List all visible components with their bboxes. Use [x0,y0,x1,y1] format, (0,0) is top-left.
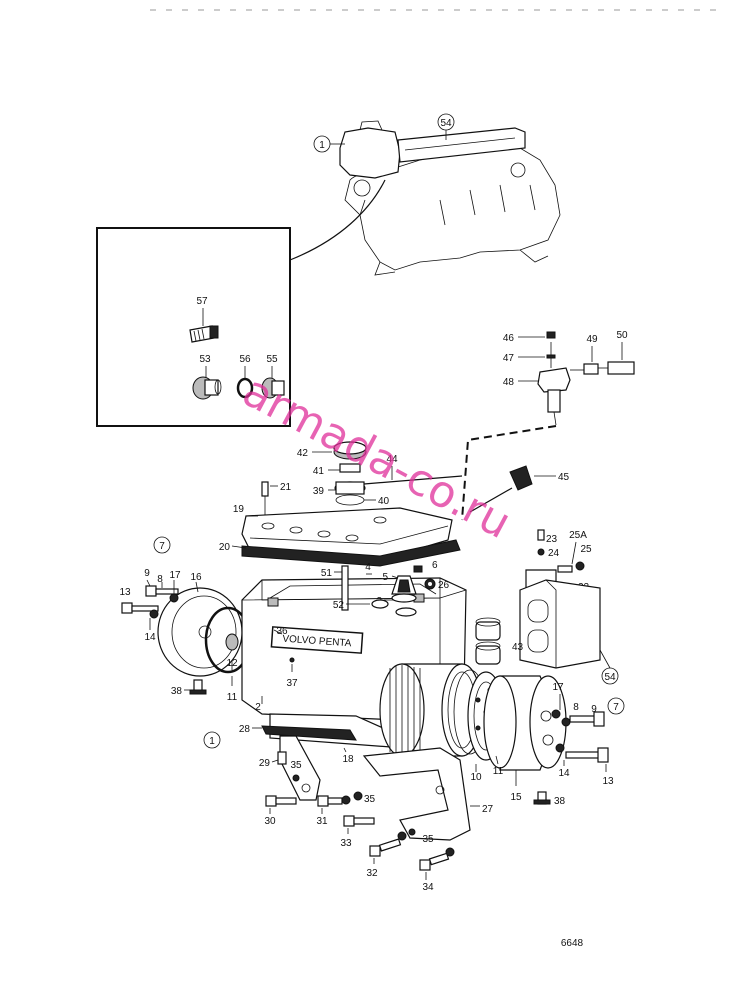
callout-11-left: 11 [227,692,238,703]
callout-33: 33 [340,838,352,849]
callout-43: 43 [512,642,524,653]
inset-leader-curve [289,179,386,261]
callout-10: 10 [470,772,482,783]
top-cover-group: 21 19 20 [219,481,461,567]
callout-36: 36 [276,626,288,637]
nameplate-text: VOLVO PENTA [282,634,352,650]
callout-48: 48 [503,377,515,388]
callout-9-right: 9 [591,704,597,715]
callout-32: 32 [366,868,378,879]
callout-50: 50 [616,330,628,341]
callout-57: 57 [196,296,208,307]
callout-54-top-label: 54 [440,118,452,129]
callout-47: 47 [503,353,515,364]
sender-assembly: 46 47 48 49 50 [503,330,635,426]
callout-17-left: 17 [169,570,181,581]
callout-41: 41 [313,466,325,477]
thermostat-group: 51 4 5 6 26 3 52 [321,560,450,617]
callout-25: 25 [580,544,592,555]
callout-12: 12 [226,658,238,669]
callout-29: 29 [259,758,271,769]
callout-1-top-label: 1 [319,140,325,151]
callout-38-right: 38 [554,796,566,807]
callout-44: 44 [386,454,398,465]
callout-19: 19 [233,504,245,515]
callout-35-b: 35 [364,794,376,805]
sleeves: 43 [475,617,524,665]
callout-7-right-label: 7 [613,702,619,713]
callout-2: 2 [255,702,261,713]
callout-46: 46 [503,333,515,344]
callout-25A: 25A [569,530,587,541]
callout-11-right: 11 [493,766,504,777]
engine-overview-illustration [339,120,561,276]
callout-20: 20 [219,542,231,553]
left-end-cover-group: 9 8 17 16 13 14 38 12 11 [119,568,252,703]
right-end-hardware: 17 8 9 7 14 13 38 [533,682,625,807]
callout-52: 52 [333,600,345,611]
callout-40: 40 [378,496,390,507]
callout-7-left: 7 [153,536,171,554]
callout-54-top: 54 [437,113,455,140]
drawing-number: 6648 [561,938,584,949]
callout-23: 23 [546,534,558,545]
mounting-brackets: 18 29 35 27 [259,735,494,841]
bolt-34: 34 [419,847,455,893]
callout-35-a: 35 [290,760,302,771]
callout-9-left: 9 [144,568,150,579]
dashed-wire [461,425,557,521]
callout-1-bottom: 1 [203,731,221,749]
callout-1-top: 1 [313,135,345,153]
callout-16: 16 [190,572,202,583]
callout-13-right: 13 [602,776,614,787]
callout-54-right: 54 [604,672,616,683]
callout-1-bottom-label: 1 [209,736,215,747]
callout-56: 56 [239,354,251,365]
callout-55: 55 [266,354,278,365]
callout-17-right: 17 [552,682,564,693]
callout-31: 31 [316,816,328,827]
callout-49: 49 [586,334,598,345]
callout-51: 51 [321,568,333,579]
callout-14-left: 14 [144,632,156,643]
callout-35-c: 35 [422,834,434,845]
callout-5: 5 [382,572,388,583]
callout-13-left: 13 [119,587,131,598]
callout-37: 37 [286,678,298,689]
bolt-33: 33 [340,815,375,849]
callout-45: 45 [558,472,570,483]
filler-cap-group: 42 41 39 40 44 45 [297,441,570,513]
callout-4: 4 [365,562,371,573]
callout-18: 18 [342,754,354,765]
callout-21: 21 [280,482,292,493]
callout-39: 39 [313,486,325,497]
callout-53: 53 [199,354,211,365]
callout-7-left-label: 7 [159,541,165,552]
gasket-plate: 54 [519,579,619,685]
callout-24: 24 [548,548,560,559]
callout-42: 42 [297,448,309,459]
callout-27: 27 [482,804,494,815]
callout-38-left: 38 [171,686,183,697]
callout-28: 28 [239,724,251,735]
bolt-32: 35 32 [366,828,434,879]
callout-15: 15 [510,792,522,803]
bolt-30: 30 [264,795,297,827]
tube-stack-and-end-cover [379,663,567,771]
callout-34: 34 [422,882,434,893]
callout-26: 26 [438,580,450,591]
bolt-31: 31 35 [316,791,376,827]
callout-14-right: 14 [558,768,570,779]
callout-8-right: 8 [573,702,579,713]
callout-8-left: 8 [157,574,163,585]
callout-6: 6 [432,560,438,571]
callout-30: 30 [264,816,276,827]
detail-inset-box: 57 53 56 55 [96,227,291,427]
